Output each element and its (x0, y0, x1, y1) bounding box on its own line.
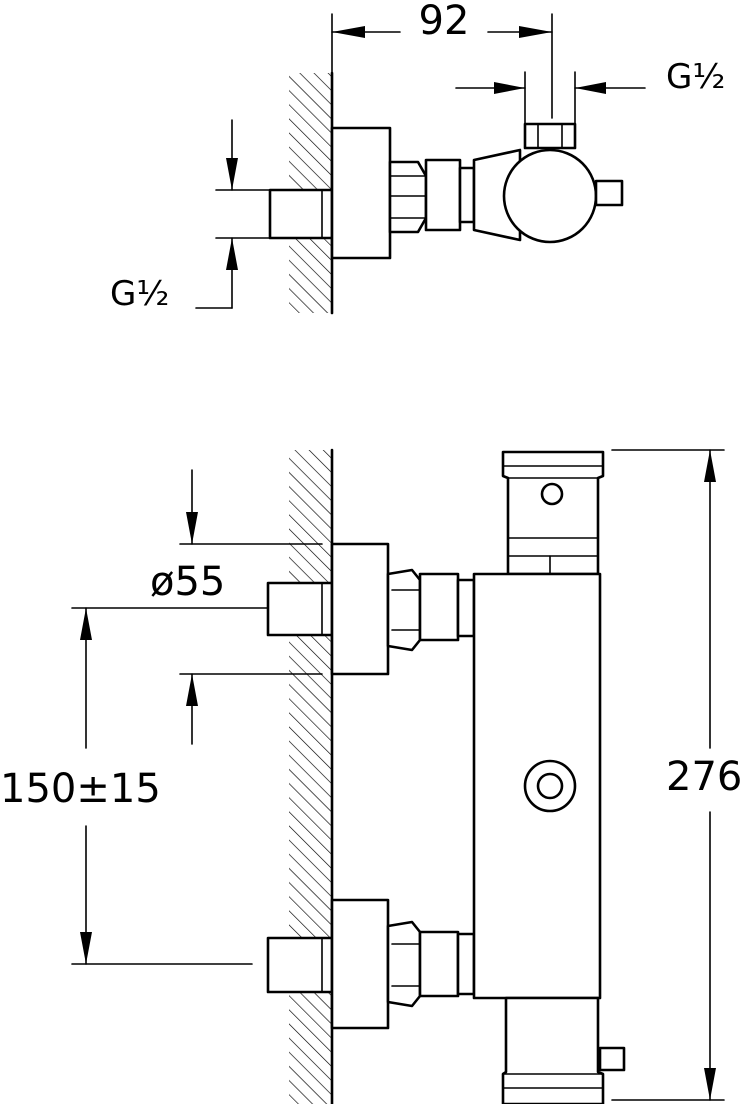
dim-escutcheon-diameter: ø55 (150, 469, 323, 745)
dim-wall-inlet: G½ (110, 119, 271, 314)
hex-nut-lower (386, 920, 422, 1008)
union-upper (418, 572, 460, 642)
side-knob-stub-top (594, 179, 624, 207)
bottom-handle (501, 996, 605, 1104)
body-height-label: 276 (666, 754, 742, 800)
union-body-top (424, 158, 462, 232)
front-view (266, 448, 626, 1104)
union-lower (418, 930, 460, 998)
top-view (268, 71, 624, 315)
wall-section-front (289, 450, 332, 1104)
depth-label: 92 (419, 0, 470, 44)
handle-indicator-dot (540, 482, 564, 506)
escutcheon-lower (330, 898, 390, 1030)
dim-top-outlet: G½ (455, 57, 725, 125)
escutcheon-upper (330, 542, 390, 676)
dim-inlet-spacing: 150±15 (0, 607, 269, 965)
bottom-stub (598, 1046, 626, 1072)
escutcheon-top (330, 126, 392, 260)
wall-inlet-thread-label: G½ (110, 274, 169, 314)
inlet-spacing-label: 150±15 (0, 766, 161, 812)
hex-nut-upper (386, 568, 422, 652)
escutcheon-diameter-label: ø55 (150, 559, 225, 605)
center-knob-outer (523, 759, 577, 813)
dim-body-height: 276 (611, 449, 742, 1101)
hex-nut-top (388, 160, 428, 234)
dim-depth: 92 (331, 0, 553, 119)
top-outlet-fitting (523, 122, 577, 150)
center-knob-inner (536, 772, 564, 800)
mixer-body-top (502, 148, 598, 244)
top-outlet-thread-label: G½ (666, 57, 725, 97)
